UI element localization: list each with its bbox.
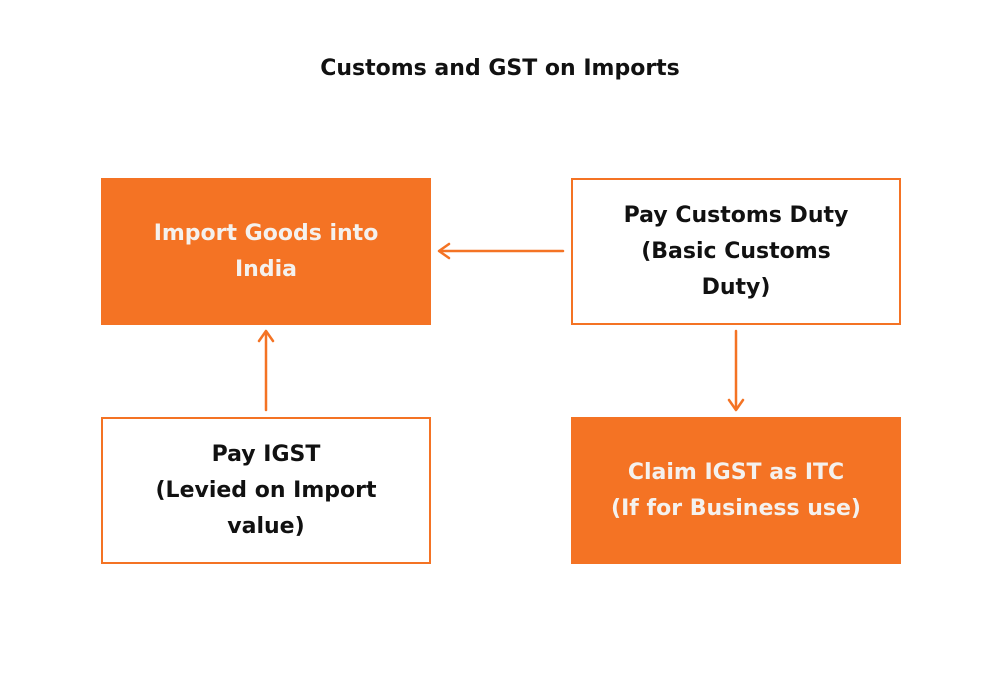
arrow-customs-to-import — [437, 242, 565, 260]
arrow-igst-to-import — [257, 329, 275, 412]
claim-igst-itc-label: Claim IGST as ITC (If for Business use) — [611, 459, 861, 521]
pay-customs-duty-label: Pay Customs Duty (Basic Customs Duty) — [623, 202, 849, 300]
import-goods-box: Import Goods into India — [101, 178, 431, 325]
claim-igst-itc-box: Claim IGST as ITC (If for Business use) — [571, 417, 901, 564]
pay-igst-box: Pay IGST (Levied on Import value) — [101, 417, 431, 564]
import-goods-label: Import Goods into India — [153, 220, 379, 282]
arrow-customs-to-itc — [727, 329, 745, 412]
pay-customs-duty-box: Pay Customs Duty (Basic Customs Duty) — [571, 178, 901, 325]
diagram-title: Customs and GST on Imports — [320, 56, 680, 81]
pay-igst-label: Pay IGST (Levied on Import value) — [155, 441, 377, 539]
